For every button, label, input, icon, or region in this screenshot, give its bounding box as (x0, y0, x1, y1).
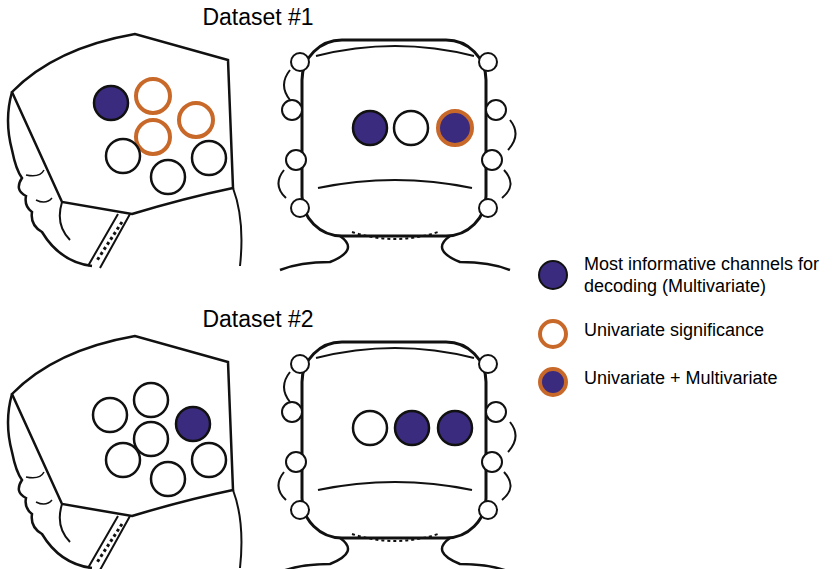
channels (93, 383, 472, 496)
channel-circle (176, 407, 210, 441)
dataset-heading: Dataset #2 (202, 306, 313, 333)
channel-circle (106, 139, 140, 173)
channel-circle (179, 103, 213, 137)
dataset-1-art (8, 34, 516, 270)
channel-circle (136, 120, 170, 154)
channel-circle (353, 111, 387, 145)
channel-circle (93, 398, 127, 432)
channel-circle (134, 422, 168, 456)
channel-circle (192, 443, 226, 477)
channel-circle (394, 111, 428, 145)
legend-swatch (538, 367, 568, 397)
channel-circle (136, 79, 170, 113)
channel-circle (353, 411, 387, 445)
legend-swatch (538, 260, 568, 290)
drawing-part (278, 342, 515, 569)
legend-swatch (538, 319, 568, 349)
drawing-part (8, 34, 241, 268)
dataset-heading: Dataset #1 (202, 4, 313, 31)
legend-row: Univariate significance (538, 319, 833, 341)
dataset-2-art (8, 336, 516, 569)
drawing-part (8, 336, 241, 569)
channels (94, 79, 472, 194)
channel-circle (438, 111, 472, 145)
channel-circle (192, 141, 226, 175)
channel-circle (94, 86, 128, 120)
legend-row: Most informative channels for decoding (… (538, 253, 833, 297)
channel-circle (395, 411, 429, 445)
legend-text: Univariate significance (584, 319, 832, 341)
channel-circle (134, 383, 168, 417)
channel-circle (151, 462, 185, 496)
legend-text: Most informative channels for decoding (… (584, 253, 832, 297)
channel-circle (438, 411, 472, 445)
channel-circle (151, 160, 185, 194)
drawing-part (278, 40, 515, 270)
legend-row: Univariate + Multivariate (538, 367, 833, 389)
channel-circle (106, 443, 140, 477)
legend-text: Univariate + Multivariate (584, 367, 832, 389)
